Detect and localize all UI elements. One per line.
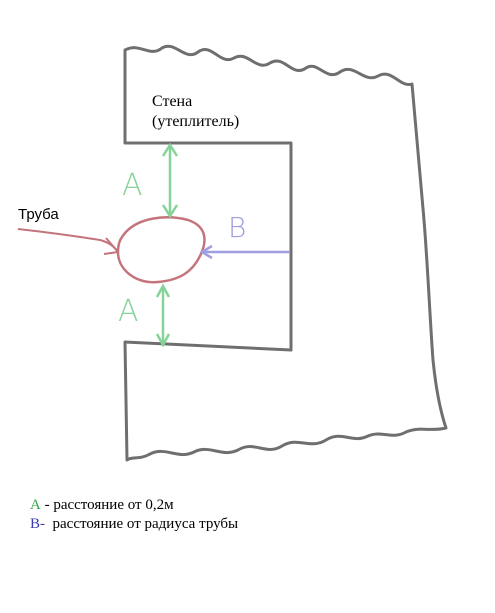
legend-key-a: A bbox=[30, 497, 41, 513]
dimension-b bbox=[199, 244, 290, 260]
wall-label-line1: Стена bbox=[152, 93, 193, 110]
wall-label-line2: (утеплитель) bbox=[152, 113, 240, 130]
pipe-leader-arrowhead bbox=[103, 237, 119, 255]
pipe-circle bbox=[116, 216, 206, 284]
legend-item-b: B- расстояние от радиуса трубы bbox=[30, 516, 238, 533]
legend-key-b: B- bbox=[30, 516, 45, 532]
legend-text-b: расстояние от радиуса трубы bbox=[45, 516, 239, 532]
dimension-a-bottom bbox=[155, 283, 171, 348]
dimension-a-top-label: A bbox=[122, 168, 143, 203]
dimension-a-bottom-label: A bbox=[118, 294, 139, 329]
dimension-b-label: B bbox=[228, 211, 247, 244]
pipe-label: Труба bbox=[18, 206, 59, 223]
legend-item-a: A - расстояние от 0,2м bbox=[30, 497, 174, 514]
wall-outline bbox=[123, 44, 448, 462]
dimension-a-top bbox=[161, 142, 179, 219]
pipe-leader-arrow bbox=[17, 228, 119, 253]
legend-text-a: - расстояние от 0,2м bbox=[40, 497, 174, 513]
